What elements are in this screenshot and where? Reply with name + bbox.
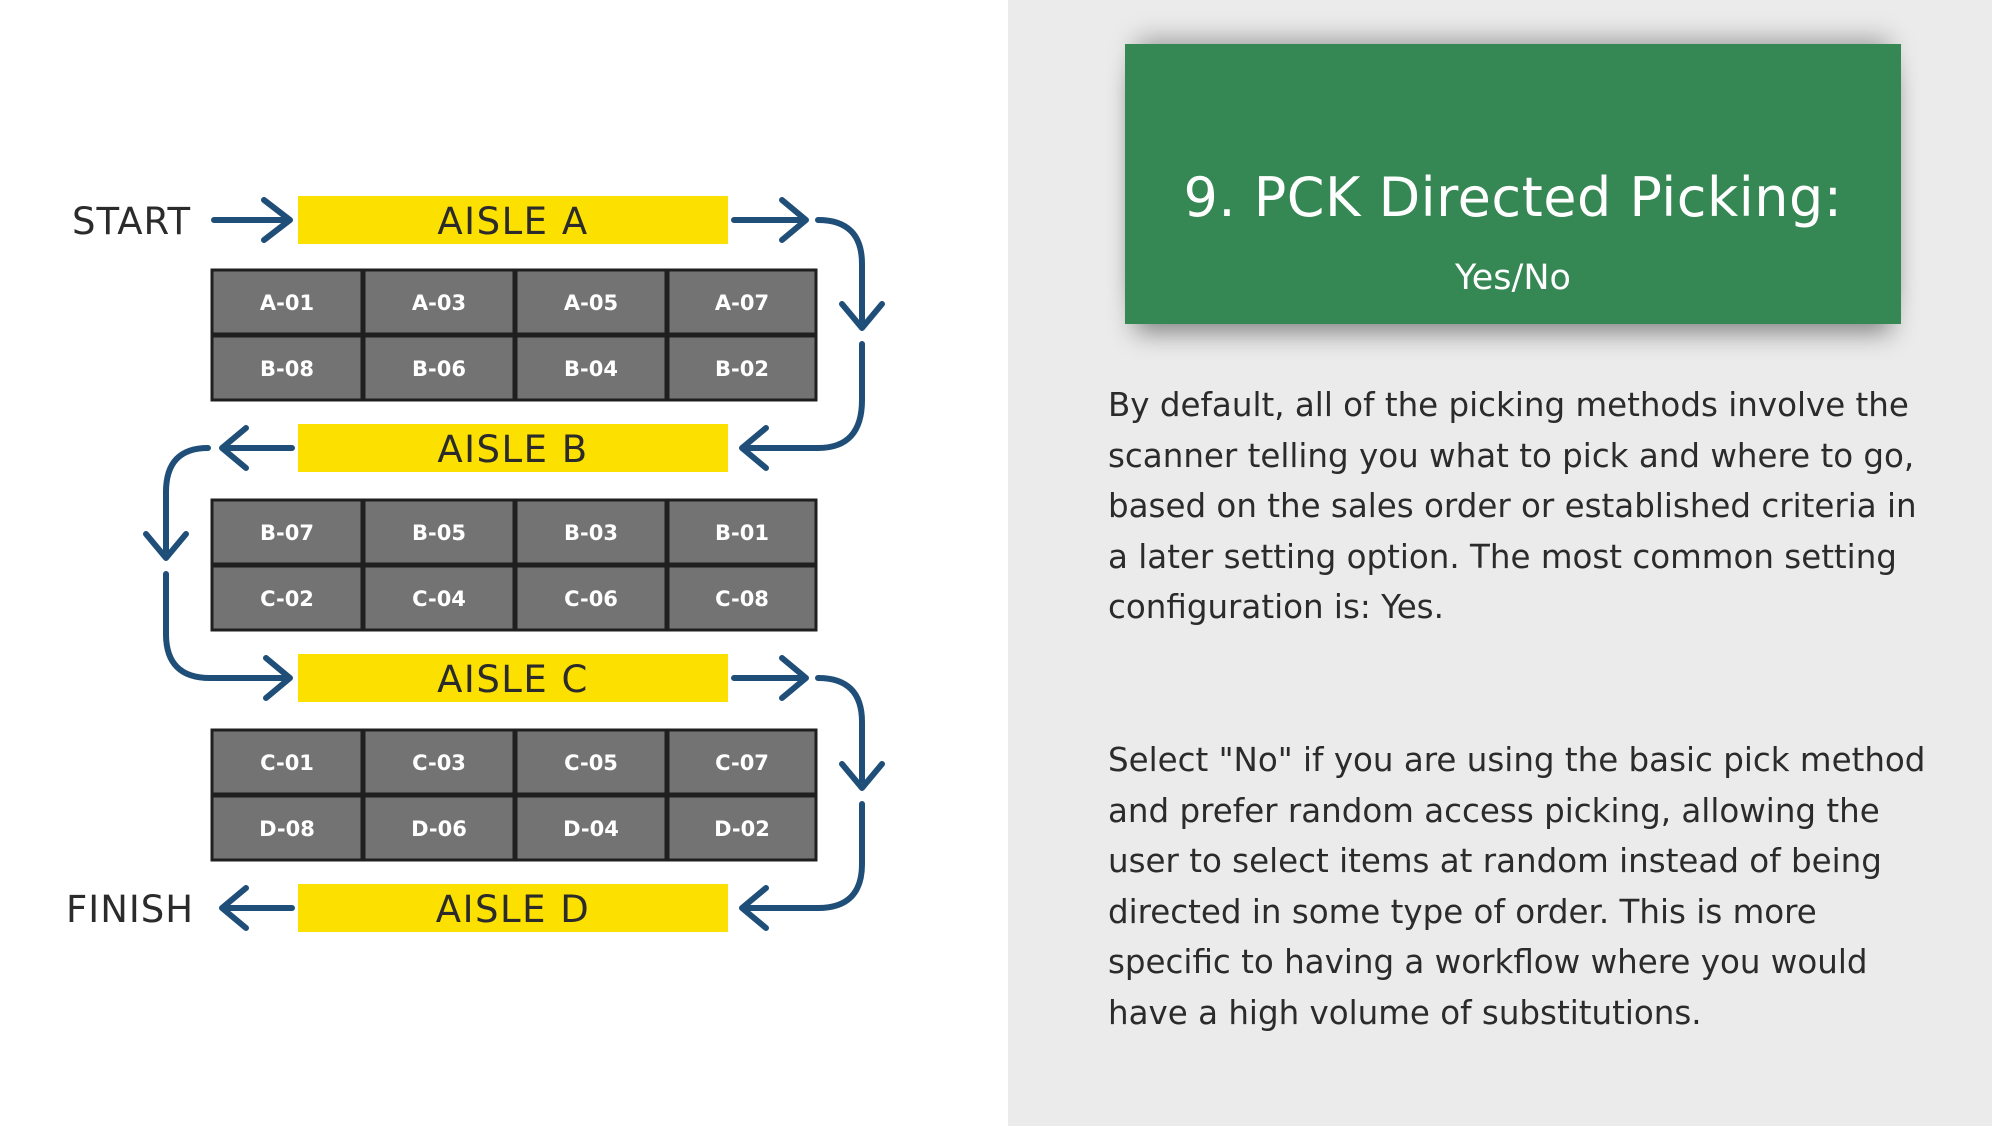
title-card: 9. PCK Directed Picking: Yes/No (1125, 44, 1901, 324)
picking-route-diagram: START FINISH AISLE A AISLE B AISLE C AIS… (66, 196, 885, 932)
aisle-a-label: AISLE A (437, 200, 588, 243)
aisle-d-label: AISLE D (436, 888, 590, 931)
aisle-d-bar (298, 884, 728, 932)
shelf-cell (362, 498, 516, 566)
shelf-cell (362, 728, 516, 796)
shelf-cell (362, 794, 516, 862)
shelf-cell (666, 334, 818, 402)
aisle-b-label: AISLE B (437, 428, 588, 471)
shelf-label: B-01 (715, 521, 769, 545)
shelf-label: C-05 (564, 751, 618, 775)
shelf-label: B-05 (412, 521, 466, 545)
aisle-a-exit-arrow (731, 197, 809, 243)
rack-2 (210, 498, 818, 632)
shelf-label: A-01 (260, 291, 314, 315)
shelf-cell (362, 334, 516, 402)
shelf-cell (666, 268, 818, 336)
shelf-label: D-08 (259, 817, 315, 841)
aisle-c-exit-arrow (731, 655, 809, 701)
shelf-label: C-07 (715, 751, 769, 775)
start-label: START (72, 200, 191, 243)
shelf-label: A-03 (412, 291, 466, 315)
shelf-label: B-08 (260, 357, 314, 381)
shelf-cell (210, 728, 364, 796)
shelf-cell (210, 794, 364, 862)
aisle-d: AISLE D (298, 884, 728, 932)
aisle-c-bar (298, 654, 728, 702)
route-arrows (143, 197, 885, 931)
shelf-cell (666, 498, 818, 566)
aisle-a-bar (298, 196, 728, 244)
rack-2-labels: B-07 B-05 B-03 B-01 C-02 C-04 C-06 C-08 (260, 521, 769, 611)
page-subtitle: Yes/No (1455, 258, 1571, 298)
description-paragraph-no-option: Select "No" if you are using the basic p… (1108, 741, 1926, 1032)
aisle-c: AISLE C (298, 654, 728, 702)
shelf-cell (210, 268, 364, 336)
aisle-c-label: AISLE C (437, 658, 589, 701)
shelf-cell (514, 564, 668, 632)
rack-1 (210, 268, 818, 402)
aisle-a: AISLE A (298, 196, 728, 244)
aisle-b-bar (298, 424, 728, 472)
shelf-label: B-06 (412, 357, 466, 381)
shelf-cell (514, 268, 668, 336)
rack-1-labels: A-01 A-03 A-05 A-07 B-08 B-06 B-04 B-02 (260, 291, 769, 381)
start-arrow (211, 197, 293, 243)
shelf-label: D-04 (563, 817, 619, 841)
aisle-b: AISLE B (298, 424, 728, 472)
page-title: 9. PCK Directed Picking: (1183, 166, 1843, 229)
shelf-cell (666, 564, 818, 632)
shelf-cell (210, 498, 364, 566)
shelf-label: A-05 (564, 291, 618, 315)
shelf-label: C-08 (715, 587, 769, 611)
shelf-cell (514, 334, 668, 402)
connector-a-to-b (739, 217, 885, 471)
shelf-label: B-03 (564, 521, 618, 545)
shelf-cell (514, 728, 668, 796)
shelf-cell (514, 794, 668, 862)
shelf-label: B-07 (260, 521, 314, 545)
shelf-cell (362, 268, 516, 336)
diagram-panel: START FINISH AISLE A AISLE B AISLE C AIS… (66, 196, 885, 932)
shelf-label: B-02 (715, 357, 769, 381)
description-paragraph-default: By default, all of the picking methods i… (1108, 386, 1917, 627)
shelf-cell (210, 334, 364, 402)
rack-3-labels: C-01 C-03 C-05 C-07 D-08 D-06 D-04 D-02 (259, 751, 770, 841)
shelf-label: D-02 (714, 817, 770, 841)
shelf-cell (362, 564, 516, 632)
shelf-label: C-02 (260, 587, 314, 611)
shelf-label: C-03 (412, 751, 466, 775)
aisle-b-exit-arrow (219, 425, 295, 471)
rack-3 (210, 728, 818, 862)
finish-arrow (219, 885, 295, 931)
shelf-cell (514, 498, 668, 566)
connector-b-to-c (143, 445, 293, 701)
shelf-label: B-04 (564, 357, 618, 381)
finish-label: FINISH (66, 888, 194, 931)
shelf-label: D-06 (411, 817, 467, 841)
shelf-cell (666, 728, 818, 796)
shelf-label: C-06 (564, 587, 618, 611)
shelf-cell (666, 794, 818, 862)
shelf-label: C-04 (412, 587, 466, 611)
shelf-cell (210, 564, 364, 632)
shelf-label: A-07 (715, 291, 769, 315)
connector-c-to-d (739, 675, 885, 931)
shelf-label: C-01 (260, 751, 314, 775)
